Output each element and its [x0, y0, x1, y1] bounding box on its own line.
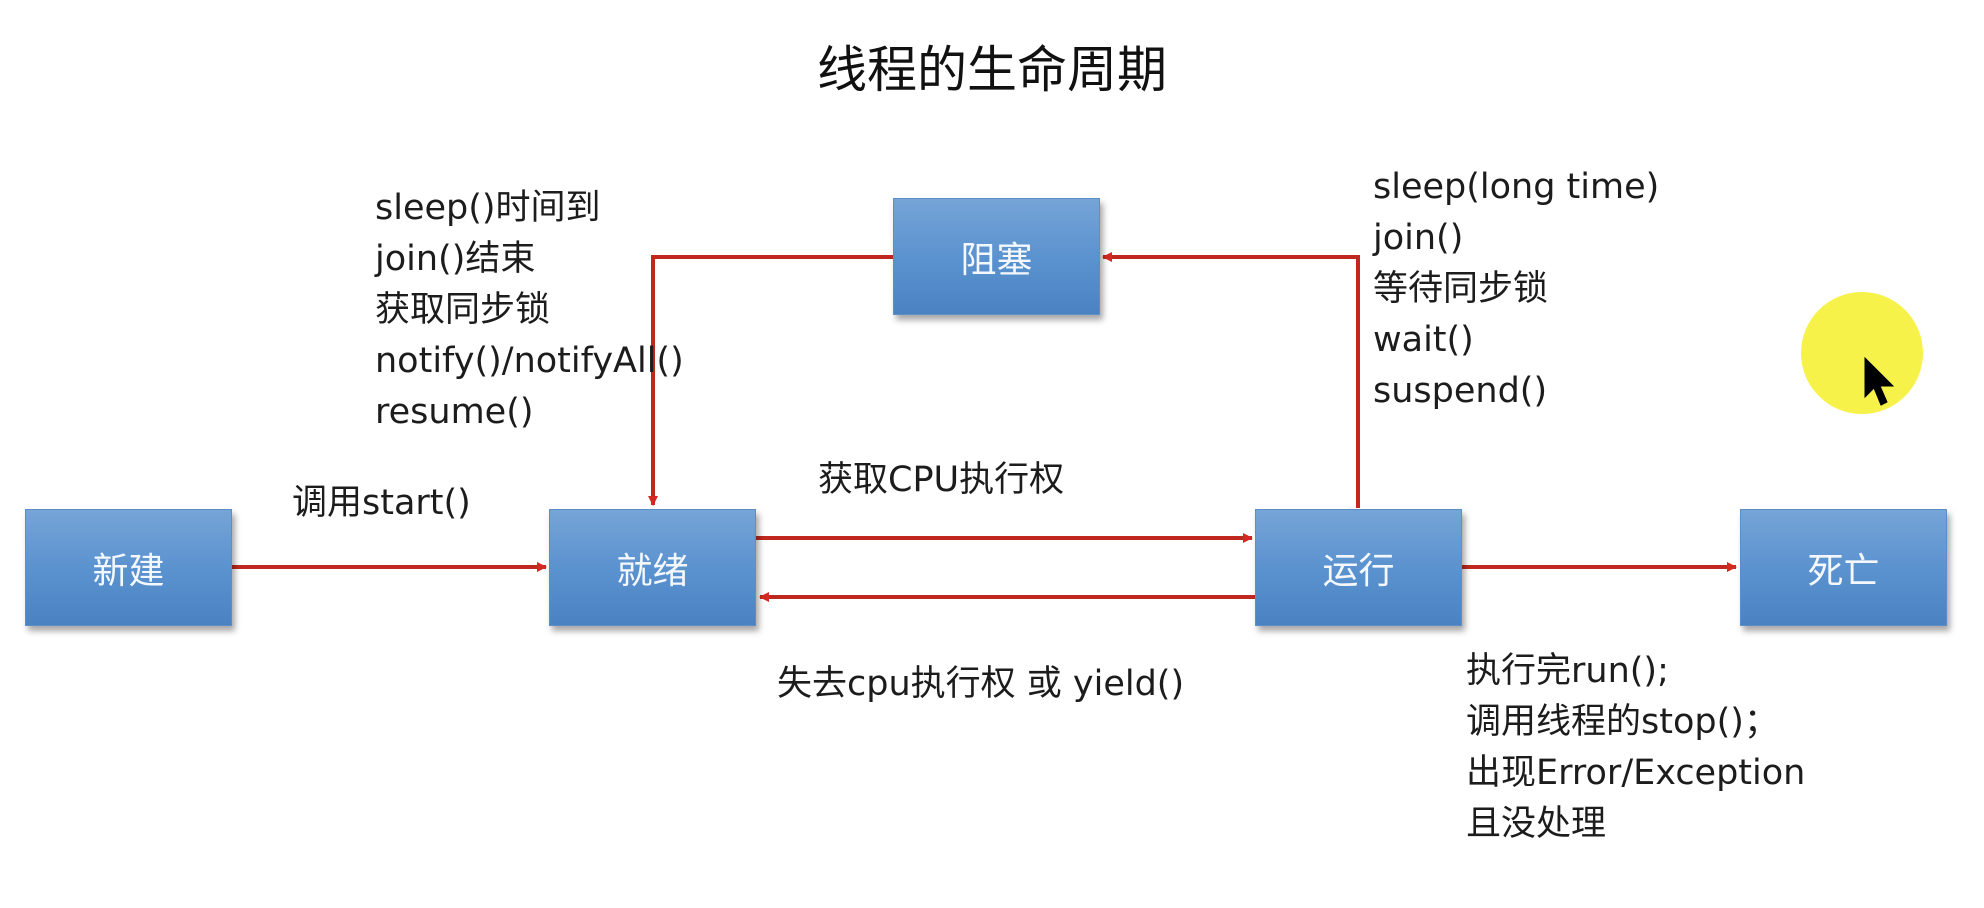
to-dead-line: 出现Error/Exception: [1466, 753, 1806, 793]
state-blocked-label: 阻塞: [960, 239, 1033, 281]
arrow-running-to-blocked: [1102, 252, 1360, 508]
to-blocked-line: 等待同步锁: [1373, 269, 1549, 309]
label-lose-cpu: 失去cpu执行权 或 yield(): [777, 664, 1185, 704]
diagram-title: 线程的生命周期: [817, 41, 1167, 99]
label-to-dead: 执行完run(); 调用线程的stop()； 出现Error/Exception…: [1466, 646, 1805, 850]
to-dead-line: 且没处理: [1466, 804, 1607, 844]
label-from-blocked: sleep()时间到 join()结束 获取同步锁 notify()/notif…: [375, 183, 684, 438]
state-blocked: 阻塞: [893, 198, 1100, 315]
to-blocked-line: sleep(long time): [1373, 167, 1660, 207]
state-new: 新建: [25, 509, 232, 626]
state-dead-label: 死亡: [1807, 550, 1880, 592]
mouse-pointer-icon: [1864, 357, 1895, 406]
arrow-blocked-to-runnable: [648, 255, 893, 506]
from-blocked-line: join()结束: [375, 239, 536, 279]
label-get-cpu: 获取CPU执行权: [818, 460, 1065, 500]
cursor-highlight: [1801, 292, 1923, 414]
from-blocked-line: sleep()时间到: [375, 188, 601, 228]
state-new-label: 新建: [92, 550, 165, 592]
to-blocked-line: suspend(): [1373, 371, 1548, 411]
to-blocked-line: join(): [1373, 218, 1464, 258]
state-dead: 死亡: [1740, 509, 1947, 626]
state-running: 运行: [1255, 509, 1462, 626]
state-running-label: 运行: [1322, 550, 1395, 592]
label-start: 调用start(): [292, 483, 471, 523]
to-dead-line: 执行完run();: [1466, 651, 1669, 691]
from-blocked-line: 获取同步锁: [375, 290, 551, 330]
from-blocked-line: notify()/notifyAll(): [375, 341, 684, 381]
from-blocked-line: resume(): [375, 392, 534, 432]
state-runnable-label: 就绪: [616, 550, 689, 592]
to-dead-line: 调用线程的stop()；: [1466, 702, 1779, 742]
state-runnable: 就绪: [549, 509, 756, 626]
to-blocked-line: wait(): [1373, 320, 1474, 360]
label-to-blocked: sleep(long time) join() 等待同步锁 wait() sus…: [1373, 162, 1659, 417]
